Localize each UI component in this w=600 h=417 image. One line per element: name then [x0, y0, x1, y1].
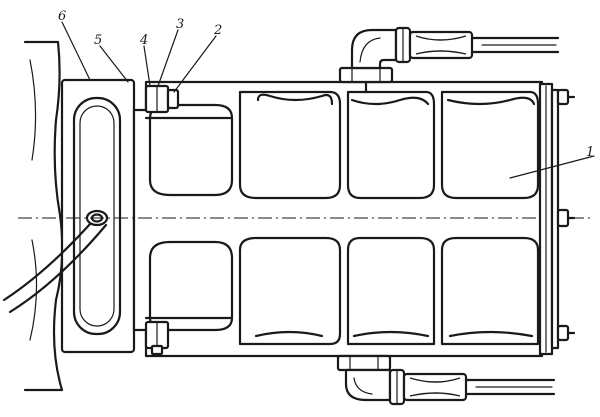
lower-cells	[148, 236, 540, 346]
callout-3: 3	[176, 17, 184, 32]
end-cover	[538, 82, 560, 356]
callout-labels: 6 5 4 3 2 1	[58, 9, 594, 160]
callout-2: 2	[213, 23, 222, 38]
lower-pipe-fitting	[336, 354, 556, 406]
callout-4: 4	[139, 33, 148, 48]
callout-6: 6	[58, 9, 66, 24]
mounting-wall	[23, 40, 64, 392]
upper-cells	[148, 90, 540, 200]
leader-lines	[61, 21, 595, 179]
end-cover-bolts	[556, 88, 576, 342]
callout-1: 1	[586, 145, 594, 160]
callout-5: 5	[94, 33, 102, 48]
heater-casing	[132, 80, 544, 358]
upper-pipe-fitting	[338, 26, 560, 94]
flange-bolts	[144, 84, 180, 356]
